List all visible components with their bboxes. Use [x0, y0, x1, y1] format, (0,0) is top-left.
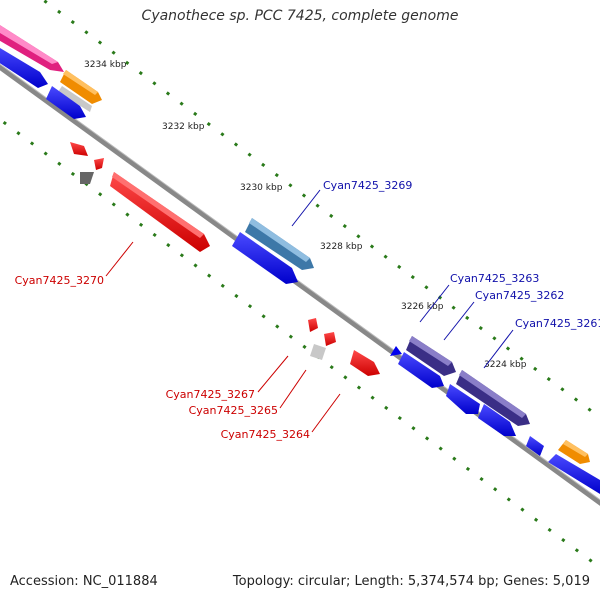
scale-label-3230: 3230 kbp: [240, 183, 283, 193]
genome-summary-text: Topology: circular; Length: 5,374,574 bp…: [232, 574, 590, 589]
scale-label-3232: 3232 kbp: [162, 122, 205, 132]
gene-label-cyan7425-3262[interactable]: Cyan7425_3262: [475, 289, 564, 302]
feature-magenta[interactable]: [0, 22, 64, 72]
gene-label-cyan7425-3267[interactable]: Cyan7425_3267: [166, 388, 255, 401]
gene-label-cyan7425-3264[interactable]: Cyan7425_3264: [221, 428, 310, 441]
leader-lines: [105, 189, 514, 433]
feature-red-1[interactable]: [70, 142, 88, 156]
feature-blue-5[interactable]: [446, 384, 480, 414]
feature-red-3[interactable]: [324, 332, 336, 346]
feature-blue-2[interactable]: [46, 86, 86, 119]
feature-red-2[interactable]: [94, 158, 104, 170]
feature-cyan7425-3263[interactable]: [406, 336, 456, 376]
scale-label-3226: 3226 kbp: [401, 302, 444, 312]
map-title: Cyanothece sp. PCC 7425, complete genome: [141, 8, 459, 24]
scale-label-3234: 3234 kbp: [84, 60, 127, 70]
feature-orange-2[interactable]: [558, 440, 590, 464]
feature-blue-8[interactable]: [548, 454, 600, 494]
gene-label-cyan7425-3270[interactable]: Cyan7425_3270: [15, 274, 104, 287]
feature-cyan7425-3264[interactable]: [350, 350, 380, 376]
feature-cyan7425-3270[interactable]: [110, 172, 210, 252]
feature-blue-6[interactable]: [478, 404, 516, 436]
gene-label-cyan7425-3261[interactable]: Cyan7425_3261: [515, 317, 600, 330]
feature-blue-4[interactable]: [398, 352, 444, 388]
accession-text: Accession: NC_011884: [10, 574, 158, 589]
feature-grey-1[interactable]: [58, 86, 92, 112]
feature-grey-2[interactable]: [80, 172, 94, 184]
feature-orange-1[interactable]: [60, 70, 102, 104]
gene-label-cyan7425-3263[interactable]: Cyan7425_3263: [450, 272, 539, 285]
feature-blue-small[interactable]: [390, 346, 402, 356]
scale-label-3224: 3224 kbp: [484, 360, 527, 370]
feature-blue-3[interactable]: [232, 232, 298, 284]
feature-cyan7425-3265[interactable]: [310, 344, 326, 360]
feature-blue-7[interactable]: [526, 436, 544, 456]
feature-cyan7425-3262-3261[interactable]: [456, 370, 530, 426]
gene-label-cyan7425-3269[interactable]: Cyan7425_3269: [323, 179, 412, 192]
feature-cyan7425-3267[interactable]: [308, 318, 318, 332]
feature-blue-1[interactable]: [0, 45, 48, 88]
gene-label-cyan7425-3265[interactable]: Cyan7425_3265: [189, 404, 278, 417]
scale-label-3228: 3228 kbp: [320, 242, 363, 252]
feature-cyan7425-3269[interactable]: [245, 218, 314, 270]
